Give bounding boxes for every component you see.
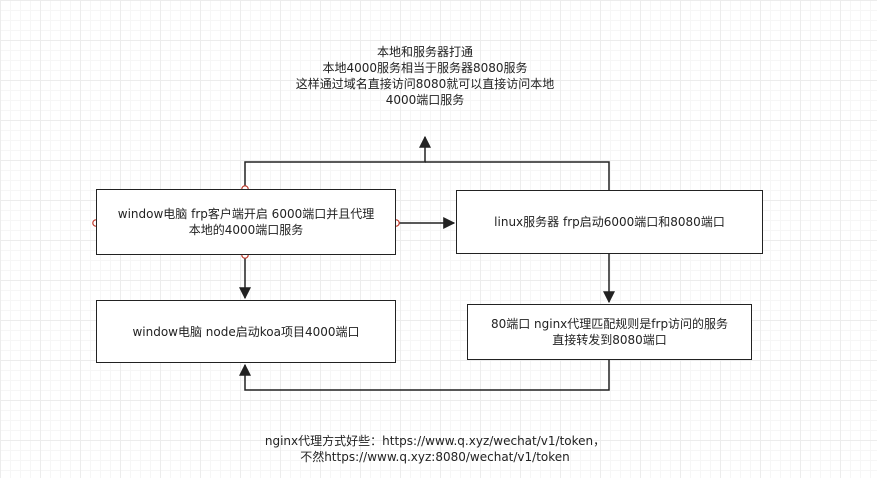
node-nginx-proxy-text: 80端口 nginx代理匹配规则是frp访问的服务 直接转发到8080端口 <box>490 317 729 347</box>
node-windows-frp-client[interactable]: window电脑 frp客户端开启 6000端口并且代理 本地的4000端口服务 <box>96 189 396 255</box>
edge-linux-to-summary <box>425 161 610 190</box>
node-linux-frp-server-text: linux服务器 frp启动6000端口和8080端口 <box>494 215 725 229</box>
node-windows-frp-client-text: window电脑 frp客户端开启 6000端口并且代理 本地的4000端口服务 <box>117 207 375 237</box>
node-windows-koa-service-text: window电脑 node启动koa项目4000端口 <box>132 324 360 339</box>
nginx-note-label: nginx代理方式好些：https://www.q.xyz/wechat/v1/… <box>264 434 606 464</box>
node-linux-frp-server[interactable]: linux服务器 frp启动6000端口和8080端口 <box>456 190 763 254</box>
node-nginx-proxy[interactable]: 80端口 nginx代理匹配规则是frp访问的服务 直接转发到8080端口 <box>467 304 752 360</box>
summary-label: 本地和服务器打通 本地4000服务相当于服务器8080服务 这样通过域名直接访问… <box>295 45 555 107</box>
edge-nginx-to-koa <box>239 360 610 391</box>
edge-pc-to-summary <box>244 135 431 189</box>
node-windows-koa-service[interactable]: window电脑 node启动koa项目4000端口 <box>96 300 396 363</box>
